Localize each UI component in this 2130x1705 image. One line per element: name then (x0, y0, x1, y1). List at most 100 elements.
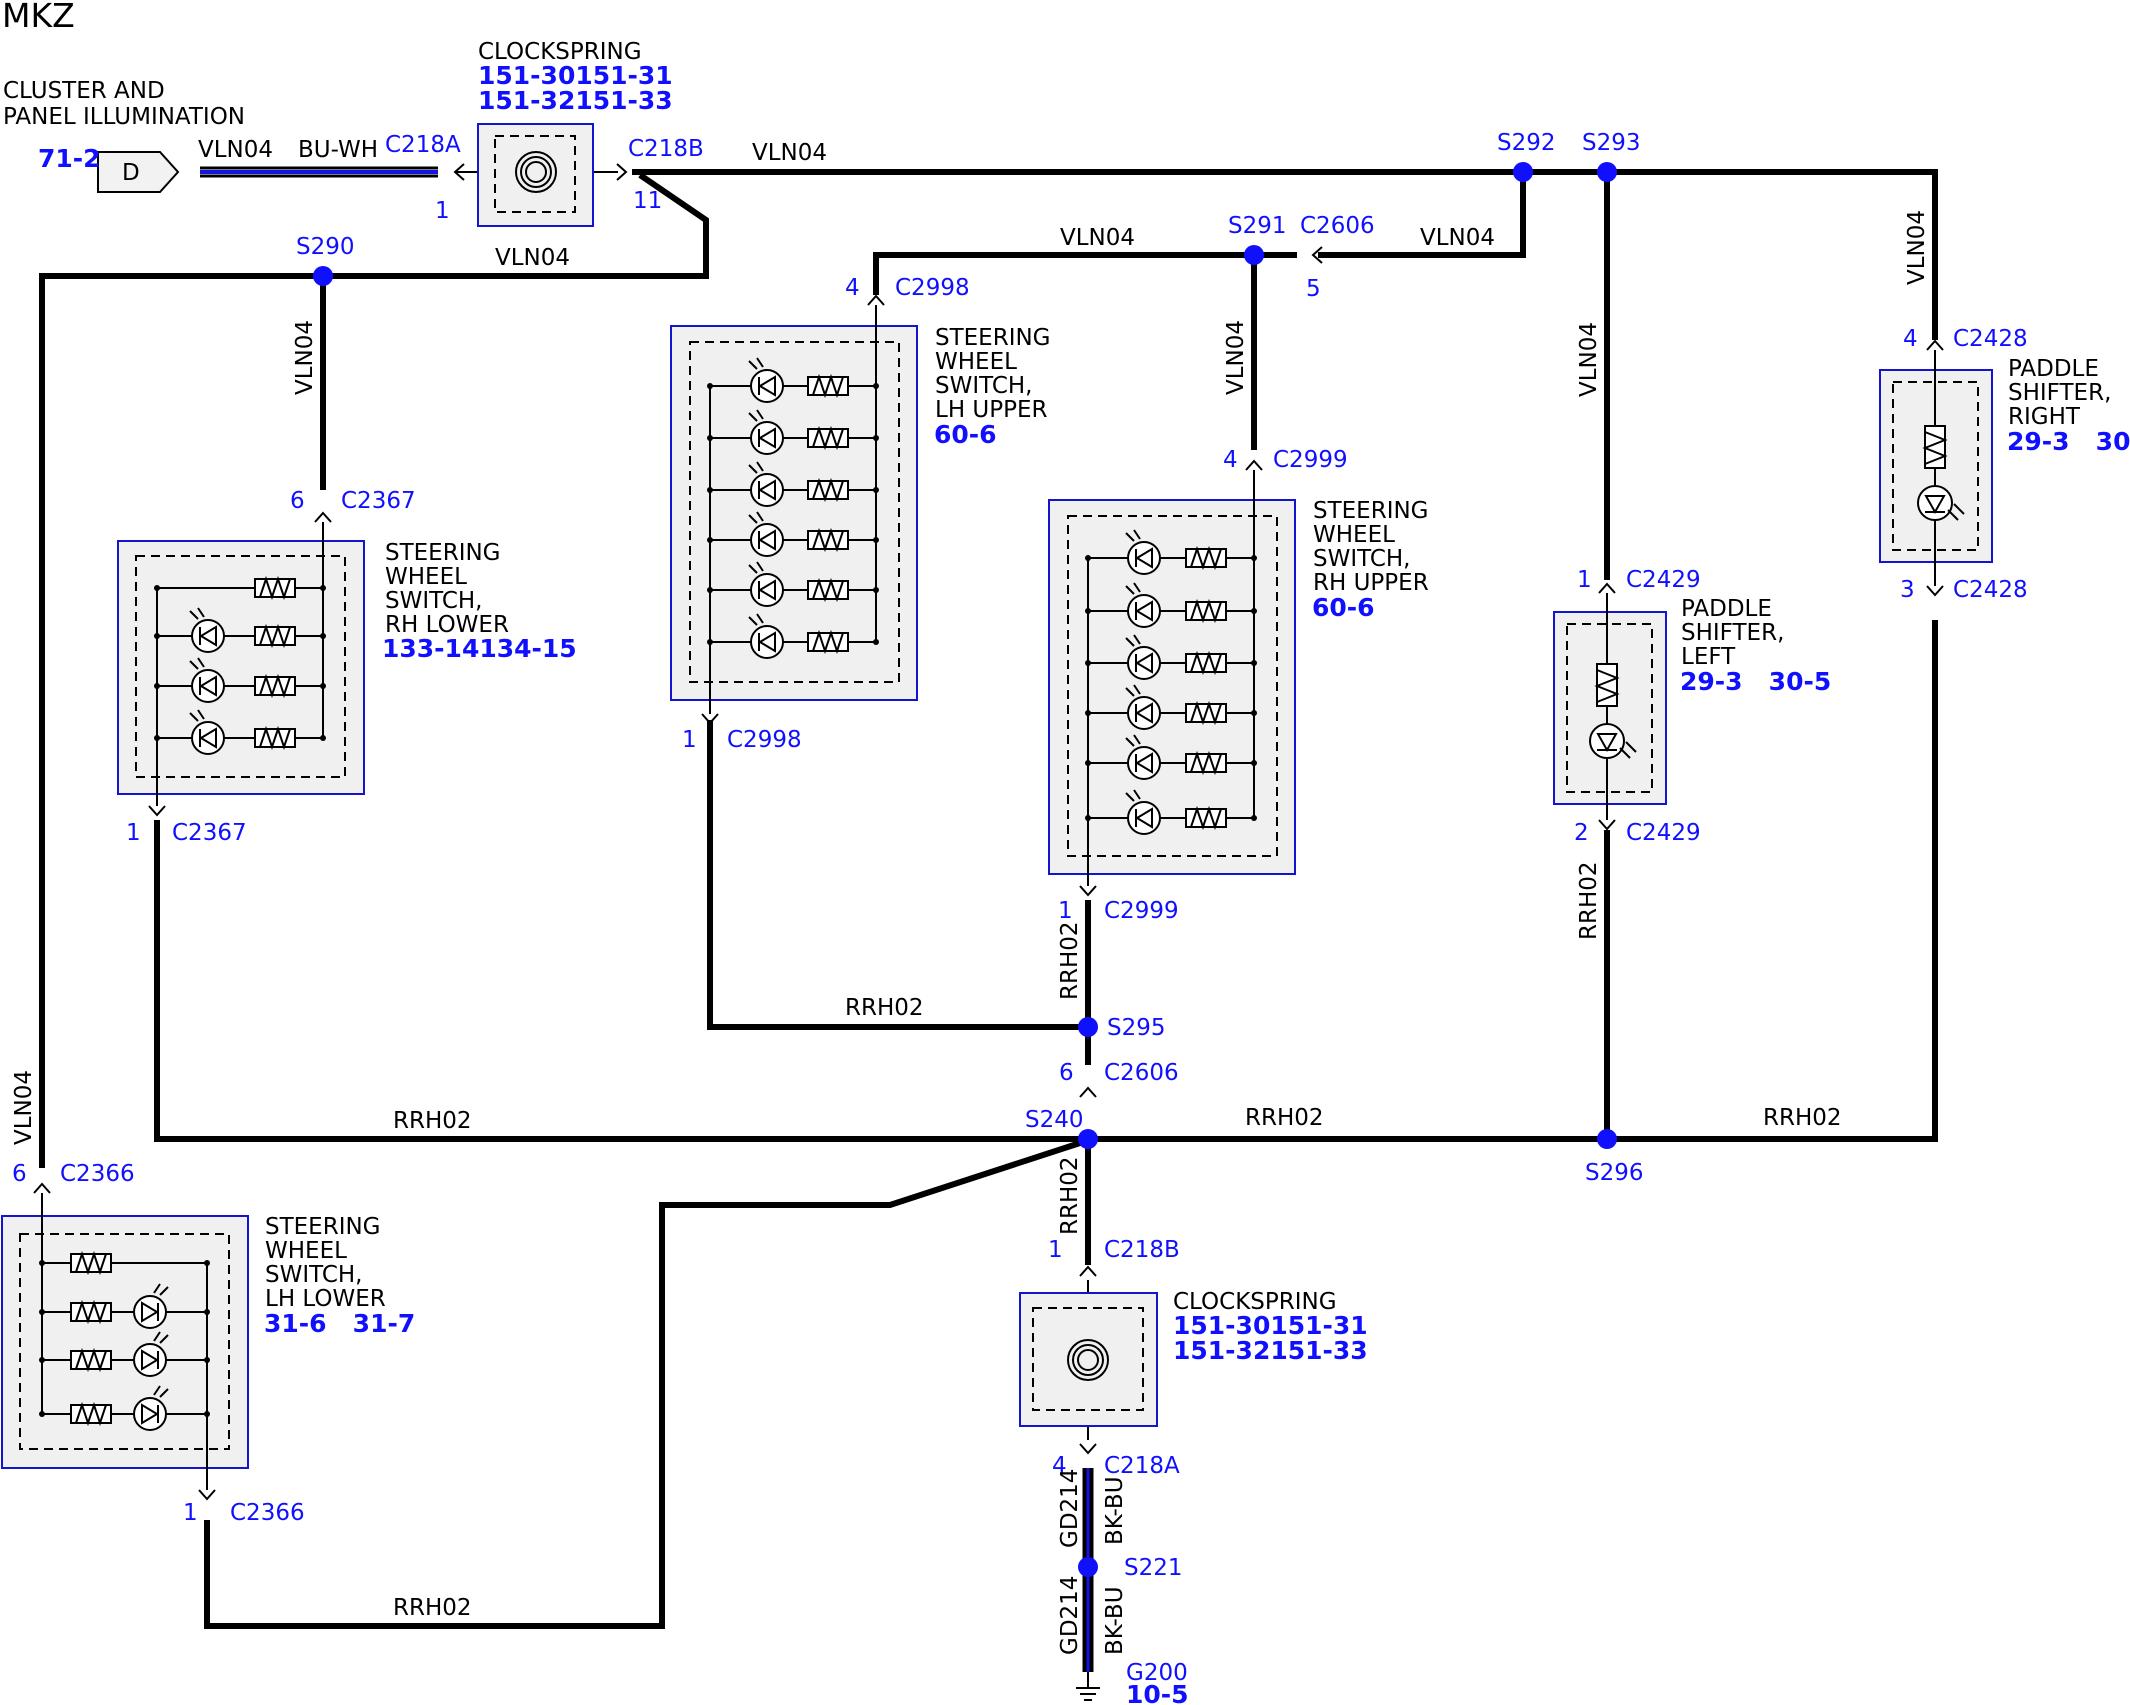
wire-vln04-top[interactable] (632, 169, 1938, 340)
switch-lh-upper[interactable] (670, 305, 918, 714)
splice-label: S221 (1124, 1555, 1183, 1581)
component-ref[interactable]: 29-3 30-5 (2007, 427, 2130, 456)
cs-top-ref2[interactable]: 151-32151-33 (478, 86, 673, 115)
splice-s295[interactable] (1078, 1017, 1098, 1037)
splice-s291[interactable] (1244, 245, 1264, 265)
label-line: WHEEL (935, 349, 1017, 375)
pin-label: 1 (682, 727, 697, 753)
connector-label: C2367 (172, 820, 247, 846)
clockspring-bottom[interactable] (1019, 1292, 1158, 1427)
component-ref[interactable]: 31-6 31-7 (264, 1309, 415, 1338)
paddle-shifter-right[interactable] (1879, 350, 1993, 586)
wire-label: VLN04 (292, 320, 318, 395)
wire-label: RRH02 (1057, 1156, 1083, 1235)
led-icon (750, 421, 784, 455)
switch-rh-upper[interactable] (1048, 470, 1296, 886)
source-connector[interactable]: D (97, 151, 180, 193)
wire-rrh02-c2367[interactable] (154, 620, 1938, 1142)
connector-label: C2367 (341, 488, 416, 514)
label-line: LH UPPER (935, 397, 1048, 423)
label-line: SWITCH, (265, 1262, 363, 1288)
switch-lh-lower[interactable] (1, 1193, 249, 1490)
ground-id: G200 (1126, 1660, 1188, 1686)
label-sw-lh-lower: STEERING WHEEL SWITCH, LH LOWER 31-6 31-… (264, 1214, 415, 1338)
pin-label: 11 (633, 188, 662, 214)
led-icon (133, 1343, 167, 1377)
wire-label: RRH02 (1763, 1105, 1842, 1131)
pin-label: 4 (1903, 326, 1918, 352)
led-icon (1589, 723, 1625, 759)
label-line: STEERING (935, 325, 1051, 351)
component-ref[interactable]: 60-6 (934, 420, 997, 449)
source-title-2: PANEL ILLUMINATION (3, 104, 245, 130)
wire-label: GD214 (1057, 1576, 1083, 1655)
cs-bottom-ref1[interactable]: 151-30151-31 (1173, 1311, 1368, 1340)
clockspring-top[interactable] (477, 123, 594, 227)
splice-label: S240 (1025, 1107, 1084, 1133)
component-ref[interactable]: 60-6 (1312, 593, 1375, 622)
pin-label: 5 (1306, 276, 1321, 302)
connector-label: C218A (385, 132, 461, 158)
led-icon (133, 1397, 167, 1431)
component-ref[interactable]: 133-14134-15 (382, 634, 577, 663)
pin-label: 3 (1900, 577, 1915, 603)
led-icon (1127, 801, 1161, 835)
wire-vln04-s292[interactable] (1318, 172, 1526, 258)
wire-rrh02-c2366[interactable] (204, 1140, 1081, 1629)
label-line: RIGHT (2008, 404, 2081, 430)
label-paddle-right: PADDLE SHIFTER, RIGHT 29-3 30-5 (2007, 356, 2130, 456)
ground-ref[interactable]: 10-5 (1126, 1680, 1189, 1705)
wire-label: GD214 (1057, 1469, 1083, 1548)
pin-label: 1 (126, 820, 141, 846)
label-line: LEFT (1681, 644, 1736, 670)
connector-d-shape[interactable] (97, 151, 180, 193)
splice-s296[interactable] (1597, 1129, 1617, 1149)
wire-vln04-c2998[interactable] (873, 252, 1297, 295)
label-line: SWITCH, (1313, 546, 1411, 572)
pin-label: 2 (1574, 820, 1589, 846)
cs-top-ref1[interactable]: 151-30151-31 (478, 61, 673, 90)
splice-s221[interactable] (1078, 1557, 1098, 1577)
splice-label: S295 (1107, 1015, 1166, 1041)
label-line: WHEEL (1313, 522, 1395, 548)
splice-s240[interactable] (1078, 1129, 1098, 1149)
wire-vln04-s290[interactable] (39, 172, 709, 1168)
connector-label: C2998 (895, 275, 970, 301)
wire-label: VLN04 (1904, 210, 1930, 285)
label-line: SHIFTER, (1681, 620, 1784, 646)
pin-label: 1 (1048, 1237, 1063, 1263)
led-icon (191, 619, 225, 653)
wire-label: VLN04 (11, 1070, 37, 1145)
paddle-shifter-left[interactable] (1553, 593, 1667, 820)
wire-label: RRH02 (1057, 921, 1083, 1000)
label-sw-rh-upper: STEERING WHEEL SWITCH, RH UPPER 60-6 (1312, 498, 1429, 622)
wire-label: BU-WH (298, 137, 378, 163)
led-icon (750, 573, 784, 607)
splice-label: S292 (1497, 130, 1556, 156)
switch-rh-lower[interactable] (117, 522, 365, 806)
label-line: PADDLE (1681, 596, 1772, 622)
splice-s290[interactable] (313, 266, 333, 286)
wire-label: VLN04 (198, 137, 273, 163)
source-ref[interactable]: 71-2 (38, 144, 101, 173)
label-line: WHEEL (265, 1238, 347, 1264)
splice-label: S296 (1585, 1160, 1644, 1186)
led-icon (191, 721, 225, 755)
led-icon (1127, 541, 1161, 575)
wire-label: VLN04 (752, 140, 827, 166)
cs-bottom-ref2[interactable]: 151-32151-33 (1173, 1336, 1368, 1365)
wire-label: VLN04 (1223, 320, 1249, 395)
wire-rrh02-c2998[interactable] (707, 720, 1088, 1030)
clockspring-bottom-icon (1067, 1339, 1109, 1381)
label-line: WHEEL (385, 564, 467, 590)
wire-label: BK-BU (1102, 1476, 1128, 1545)
connector-label: C2998 (727, 727, 802, 753)
component-ref[interactable]: 29-3 30-5 (1680, 667, 1831, 696)
splice-s292[interactable] (1513, 162, 1533, 182)
splice-s293[interactable] (1597, 162, 1617, 182)
led-icon (750, 369, 784, 403)
wire-label: RRH02 (393, 1595, 472, 1621)
led-icon (1127, 646, 1161, 680)
led-icon (1917, 485, 1953, 521)
